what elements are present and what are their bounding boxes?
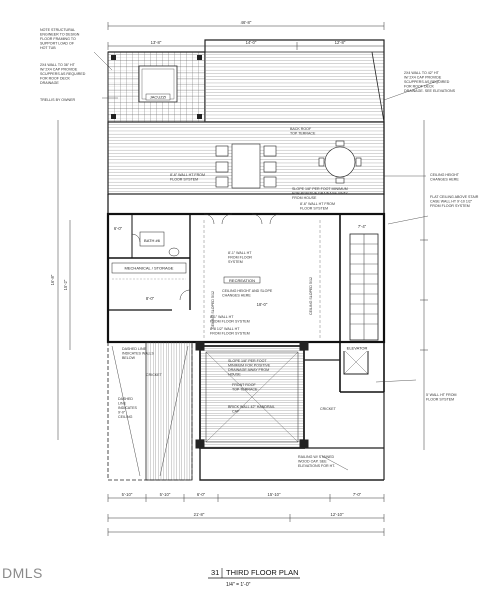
- note-wall-right: 2X4 WALL TO 42" HT W/ 2X4 CAP PROVIDE SC…: [404, 71, 456, 93]
- note-ceiling-slope: CEILING HEIGHT AND SLOPE CHANGES HERE: [222, 289, 273, 298]
- note-dashed-1: DASHED LINE INDICATES WALLS BELOW: [122, 347, 155, 360]
- note-wall-ht-3: 8'-1" WALL HT FROM FLOOR SYSTEM: [210, 315, 250, 324]
- note-wall-ht-1: 8'-6" WALL HT FROM FLOOR SYSTEM: [170, 173, 206, 182]
- dim-bottom-left: 21'-8": [194, 512, 205, 517]
- room-mechanical-label: MECHANICAL / STORAGE: [125, 266, 174, 271]
- dim-bottom-seg-3: 6'-0": [197, 492, 206, 497]
- round-table-with-chairs: [318, 140, 362, 184]
- title-block: 31 THIRD FLOOR PLAN 1/4" = 1'-0": [208, 568, 300, 588]
- note-slope-2: SLOPE 1/8" PER FOOT MINIMUM FOR POSITIVE…: [228, 359, 271, 377]
- note-cricket-2: CRICKET: [320, 407, 337, 411]
- outdoor-dining-table: [215, 143, 277, 189]
- doors: [131, 213, 281, 301]
- note-flat-ceiling: FLAT CEILING ABOVE STAIR CASE WALL HT 9'…: [430, 195, 479, 208]
- note-structural: NOTE STRUCTURAL ENGINEER TO DESIGN FLOOR…: [40, 28, 80, 50]
- dim-bottom-seg-2: 5'-10": [160, 492, 171, 497]
- dim-top-right: 12'-8": [335, 40, 346, 45]
- dim-room-width-1: 8'-0": [146, 296, 155, 301]
- dim-top-mid: 14'-0": [246, 40, 257, 45]
- dim-bottom-right: 12'-10": [331, 512, 345, 517]
- drawing-title: THIRD FLOOR PLAN: [226, 568, 299, 577]
- note-wall-ht-5: 5' WALL HT FROM FLOOR SYSTEM: [426, 393, 458, 402]
- dim-bottom-seg-5: 7'-0": [353, 492, 362, 497]
- room-bath-label: BATH #6: [144, 238, 161, 243]
- front-railing: [199, 359, 385, 481]
- left-cricket-area: [107, 341, 193, 481]
- note-ceiling-height: CEILING HEIGHT CHANGES HERE: [430, 173, 460, 182]
- note-railing: RAILING W/ STAINED WOOD CAP. SEE ELEVATI…: [298, 455, 335, 468]
- note-cricket-1: CRICKET: [146, 373, 163, 377]
- dim-room-width-2: 18'-0": [257, 302, 268, 307]
- note-wall-left: 2X4 WALL TO 36" HT W/ 2X4 CAP PROVIDE SC…: [40, 63, 86, 85]
- note-front-roof: FRONT ROOF TOP TERRACE: [232, 383, 258, 392]
- dim-room-width-3: 6'-0": [114, 226, 123, 231]
- room-jacuzzi-label: JACUZZI: [150, 95, 166, 100]
- note-wall-ht-4: 8'-8 1/2" WALL HT FROM FLOOR SYSTEM: [210, 327, 250, 336]
- note-dashed-2: DASHED LINE INDICATES 9'-0" CEILING: [118, 397, 138, 419]
- room-elevator-label: ELEVATOR: [347, 346, 368, 351]
- note-back-roof: BACK ROOF TOP TERRACE: [290, 127, 316, 136]
- elevator: ELEVATOR: [343, 345, 371, 375]
- recreation-room: RECREATION: [203, 220, 321, 340]
- interior-walls: [106, 194, 386, 393]
- note-slope-1: SLOPE 1/8" PER FOOT MINIMUM FOR POSITIVE…: [292, 187, 349, 200]
- dim-room-width-4: 7'-4": [358, 224, 367, 229]
- dim-overall-top: 46'-8": [241, 20, 252, 25]
- note-ceiling-sloped-1: CEILING SLOPED 5/12: [211, 291, 215, 329]
- drawing-scale: 1/4" = 1'-0": [226, 582, 251, 588]
- front-roof-terrace: [195, 341, 309, 449]
- note-ceiling-sloped-2: CEILING SLOPED 5/12: [309, 277, 313, 315]
- dimension-lines: [57, 22, 428, 536]
- dim-top-left: 13'-8": [151, 40, 162, 45]
- dim-left-side: 16'-8": [50, 274, 55, 285]
- dim-left-side-2: 15'-2": [63, 279, 68, 290]
- upper-deck-boards: [205, 52, 384, 122]
- drawing-number: 31: [211, 568, 219, 577]
- leader-lines: [93, 51, 441, 471]
- dim-bottom-seg-1: 5'-10": [122, 492, 133, 497]
- note-brick-wall: BRICK WALL 42" HANDRAIL CAP: [228, 405, 276, 414]
- mechanical-storage: MECHANICAL / STORAGE: [111, 262, 187, 280]
- note-rec-wall: 8'-1" WALL HT FROM FLOOR SYSTEM: [228, 251, 253, 264]
- bath: BATH #6: [139, 231, 180, 257]
- note-wall-ht-2: 8'-6" WALL HT FROM FLOOR SYSTEM: [300, 202, 336, 211]
- jacuzzi: JACUZZI: [138, 65, 178, 103]
- watermark-logo: DMLS: [2, 565, 43, 581]
- staircase: [349, 233, 379, 341]
- note-trellis: TRELLIS BY OWNER: [40, 98, 75, 102]
- dim-bottom-seg-4: 15'-10": [268, 492, 282, 497]
- room-recreation-label: RECREATION: [229, 278, 255, 283]
